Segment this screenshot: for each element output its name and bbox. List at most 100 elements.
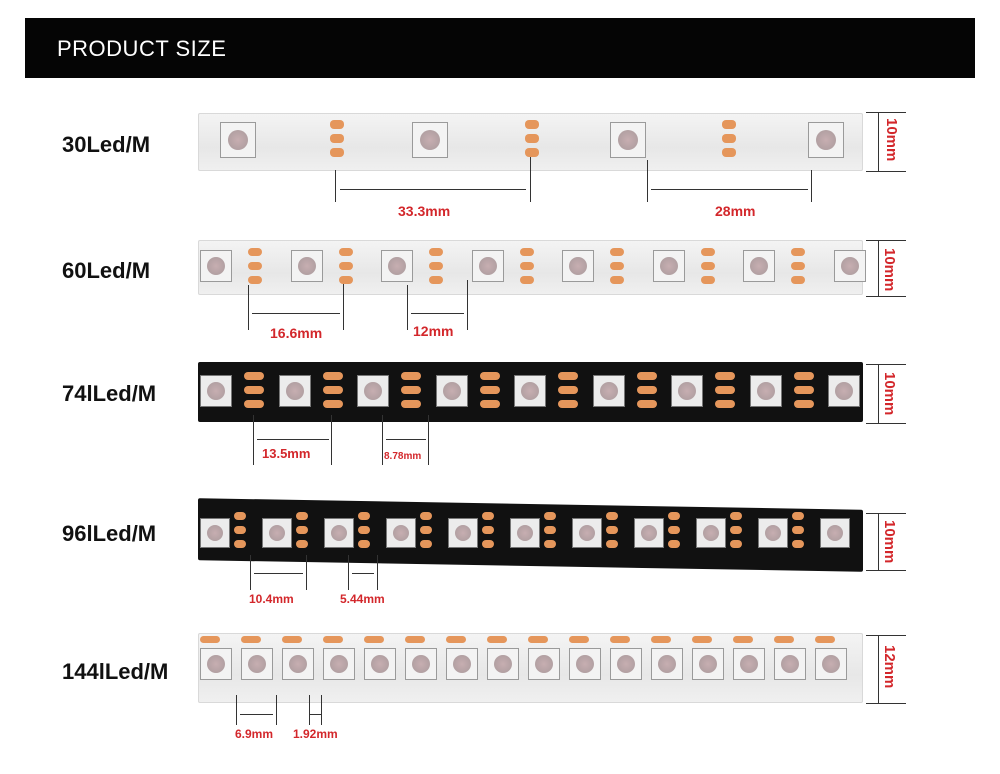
led-chip <box>671 375 703 407</box>
led-lens <box>207 655 225 673</box>
solder-pad <box>234 526 246 534</box>
dim-line <box>651 189 808 190</box>
solder-pad <box>569 636 589 643</box>
dim-tick <box>348 555 349 590</box>
led-chip <box>808 122 844 158</box>
dim-tick <box>407 285 408 330</box>
dim-line <box>386 439 426 440</box>
height-line <box>866 171 906 172</box>
led-lens <box>268 524 286 542</box>
dim-tick <box>343 280 344 330</box>
solder-pad <box>358 512 370 520</box>
solder-pad <box>668 540 680 548</box>
led-lens <box>330 655 348 673</box>
row-label-144: 144lLed/M <box>62 659 169 684</box>
solder-pad <box>700 248 715 256</box>
led-chip <box>200 250 232 282</box>
led-lens <box>494 655 512 673</box>
solder-pad <box>330 120 344 129</box>
led-chip <box>282 648 314 680</box>
dim-tick <box>236 695 237 725</box>
led-chip <box>487 648 519 680</box>
solder-pad <box>668 526 680 534</box>
led-chip <box>278 375 311 407</box>
solder-pad <box>248 248 262 256</box>
led-chip <box>634 518 664 548</box>
solder-pad <box>558 372 578 380</box>
solder-pad <box>610 248 624 256</box>
led-chip <box>446 648 478 680</box>
dim-tick <box>309 695 310 725</box>
solder-pad <box>487 636 507 643</box>
led-lens <box>750 257 768 275</box>
solder-pad <box>429 262 443 270</box>
led-chip <box>774 648 806 680</box>
led-lens <box>248 655 266 673</box>
led-chip <box>828 375 860 407</box>
solder-pad <box>330 148 344 157</box>
led-chip <box>833 250 866 282</box>
solder-pad <box>244 372 264 380</box>
led-lens <box>617 655 635 673</box>
led-chip <box>220 122 256 158</box>
solder-pad <box>234 540 246 548</box>
dim-tick <box>321 695 322 725</box>
led-chip <box>610 122 646 158</box>
led-lens <box>826 524 844 542</box>
solder-pad <box>322 372 343 380</box>
led-lens <box>285 382 304 400</box>
solder-pad <box>482 526 494 534</box>
solder-pad <box>479 386 500 394</box>
led-chip <box>758 518 788 548</box>
led-lens <box>516 524 534 542</box>
solder-pad <box>282 636 302 643</box>
dim-tick <box>331 415 332 465</box>
solder-pad <box>636 400 657 408</box>
dim-tick <box>467 280 468 330</box>
height-line <box>866 296 906 297</box>
dim-tick <box>248 285 249 330</box>
solder-pad <box>793 400 814 408</box>
dim-tick <box>377 555 378 590</box>
led-lens <box>781 655 799 673</box>
dim-tick <box>335 170 336 202</box>
dim-tick <box>253 415 254 465</box>
led-lens <box>569 257 587 275</box>
solder-pad <box>606 512 618 520</box>
led-lens <box>702 524 720 542</box>
dim-line <box>309 714 321 715</box>
led-lens <box>756 382 775 400</box>
solder-pad <box>479 372 500 380</box>
led-chip <box>652 250 685 282</box>
solder-pad <box>544 540 556 548</box>
led-lens <box>576 655 594 673</box>
led-lens <box>454 524 472 542</box>
led-lens <box>442 382 461 400</box>
dim-tick <box>306 555 307 590</box>
solder-pad <box>610 276 624 284</box>
led-chip <box>610 648 642 680</box>
led-lens <box>453 655 471 673</box>
led-chip <box>820 518 850 548</box>
dim-tick <box>811 170 812 202</box>
led-chip <box>357 375 389 407</box>
led-lens <box>206 524 224 542</box>
solder-pad <box>338 262 353 270</box>
dim-tick <box>428 415 429 465</box>
height-label: 10mm <box>881 520 898 564</box>
row-label-60: 60Led/M <box>62 258 151 283</box>
led-lens <box>388 257 406 275</box>
solder-pad <box>791 262 805 270</box>
dim-line <box>352 573 374 574</box>
solder-pad <box>338 248 353 256</box>
dimension-label: 33.3mm <box>398 203 451 219</box>
solder-pad <box>429 276 443 284</box>
led-chip <box>569 648 601 680</box>
led-lens <box>330 524 348 542</box>
dim-tick <box>276 695 277 725</box>
dimension-label: 1.92mm <box>293 727 338 741</box>
led-lens <box>840 257 859 275</box>
dim-line <box>252 313 340 314</box>
height-label: 10mm <box>881 248 898 292</box>
led-chip <box>200 375 232 407</box>
